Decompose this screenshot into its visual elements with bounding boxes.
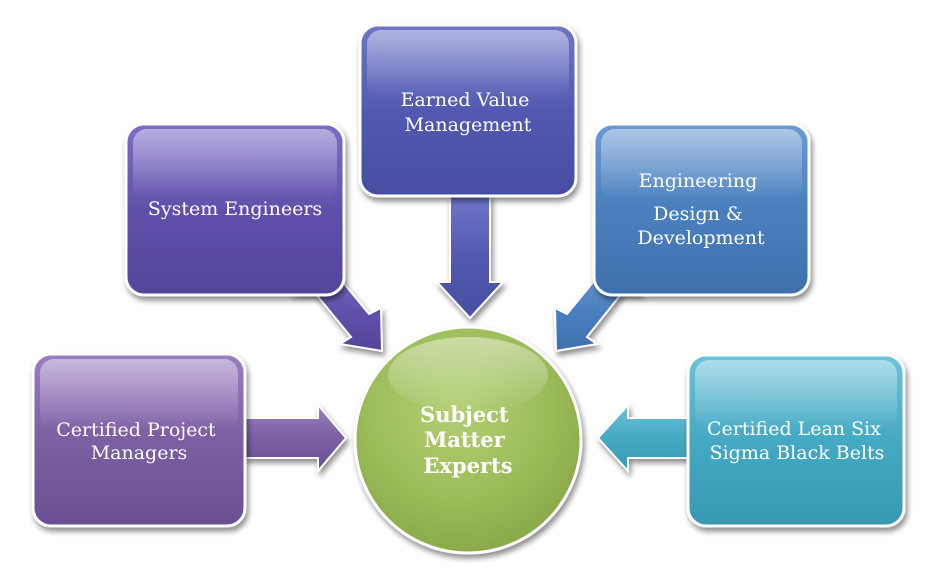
arrow-certified-pm: [244, 402, 348, 474]
node-label-certified-pm: Certified Project Managers: [56, 419, 221, 464]
node-certified-lean-six-sigma: Certified Lean Six Sigma Black Belts: [686, 353, 906, 528]
arrow-lean-six-sigma: [596, 402, 689, 474]
node-certified-project-managers: Certified Project Managers: [31, 352, 247, 528]
arrow-earned-value: [434, 195, 506, 320]
center-subject-matter-experts: Subject Matter Experts: [353, 325, 583, 555]
node-label-lean-six-sigma: Certified Lean Six Sigma Black Belts: [707, 418, 887, 464]
node-label-engineering: Engineering Design & Development: [637, 170, 765, 249]
node-label-system-engineers: System Engineers: [148, 198, 322, 220]
center-label: Subject Matter Experts: [420, 402, 516, 478]
node-system-engineers: System Engineers: [124, 122, 346, 297]
node-engineering-design-development: Engineering Design & Development: [592, 122, 811, 297]
node-label-earned-value: Earned Value Management: [401, 89, 536, 136]
node-earned-value-management: Earned Value Management: [358, 23, 578, 198]
